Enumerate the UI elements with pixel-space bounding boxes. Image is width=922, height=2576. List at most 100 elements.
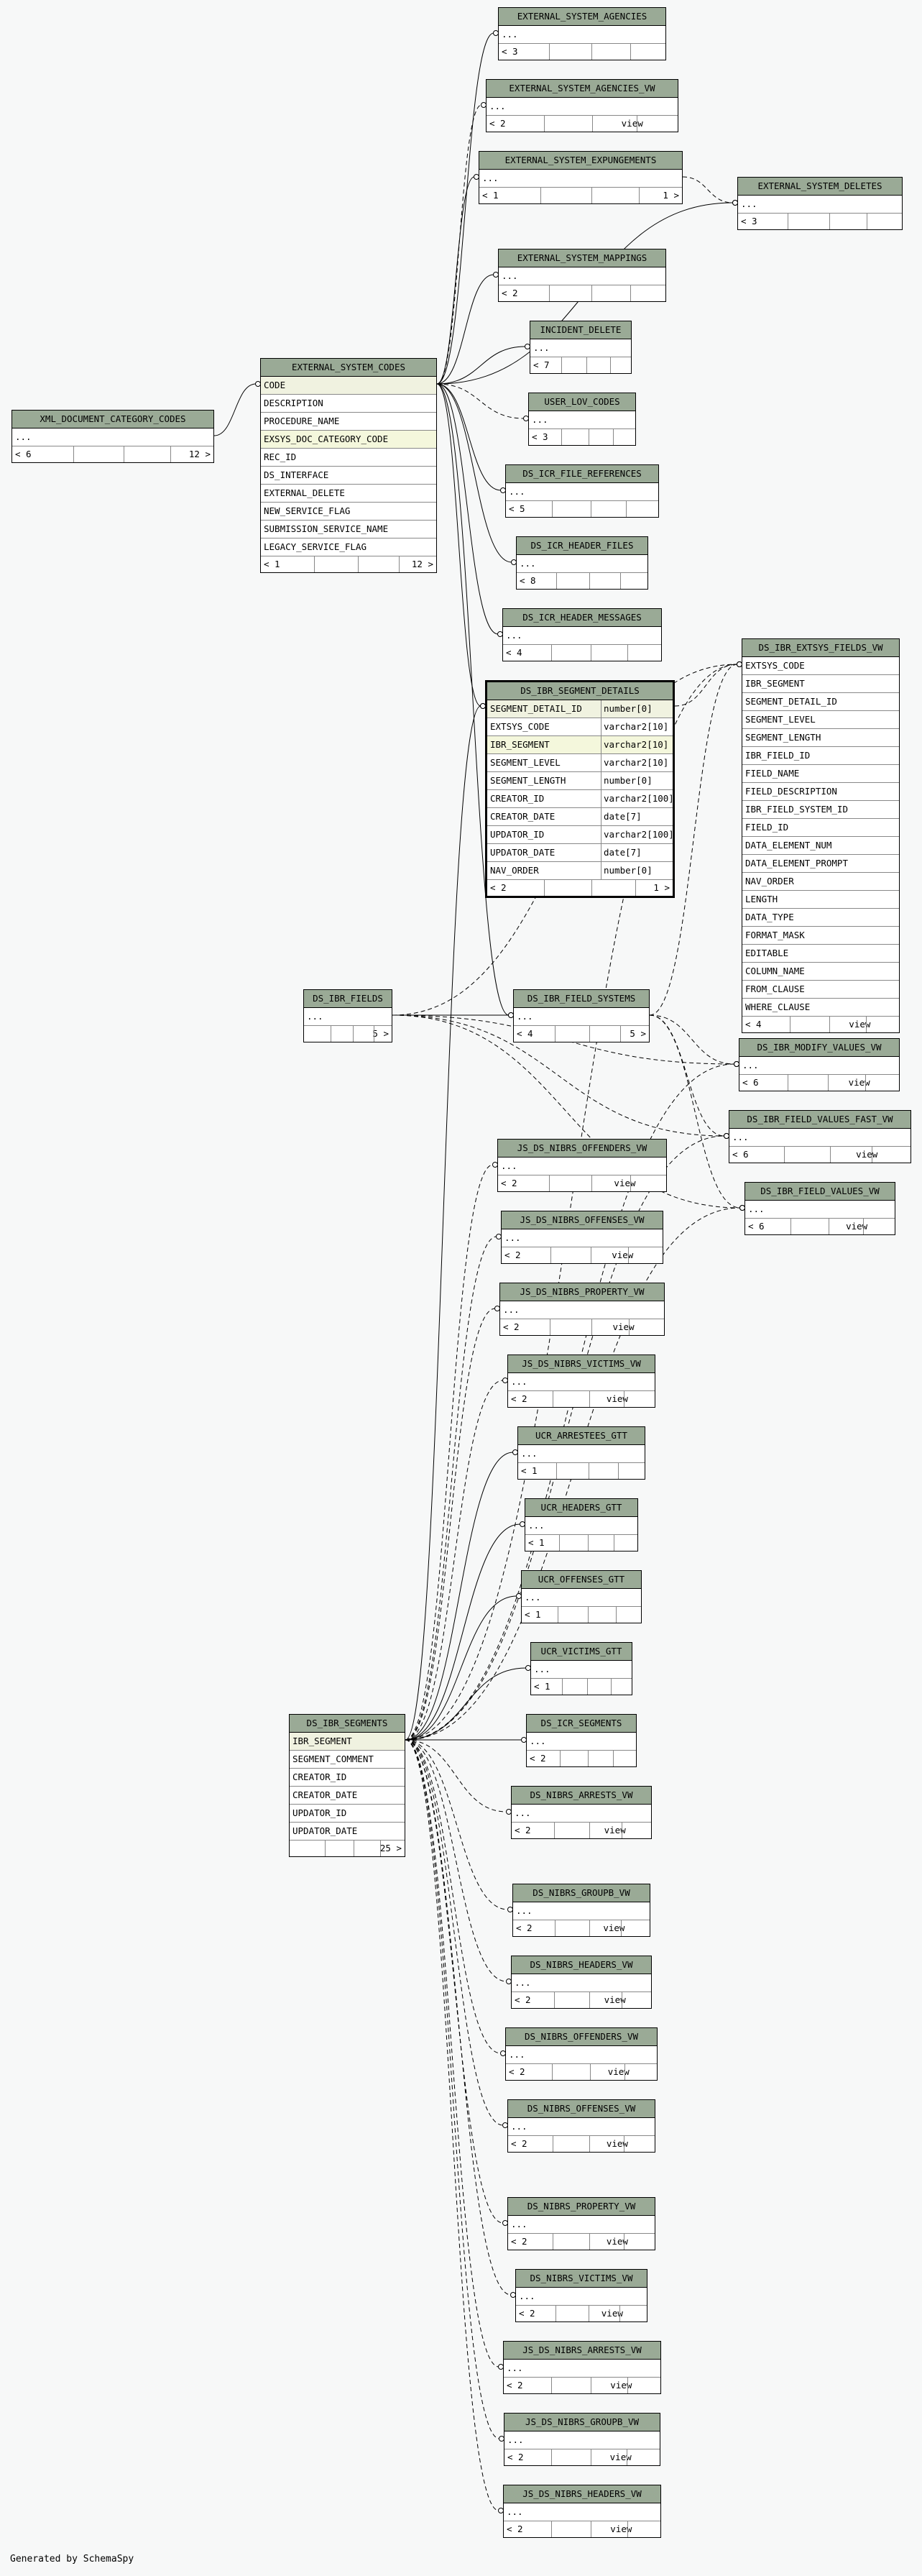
column-field-description[interactable]: FIELD_DESCRIPTION [742,783,899,801]
parents-count[interactable]: < 1 [521,1465,538,1476]
table-header[interactable]: DS_IBR_EXTSYS_FIELDS_VW [742,639,899,657]
column-rec-id[interactable]: REC_ID [261,449,436,467]
collapsed-columns[interactable]: ... [498,1158,666,1175]
table-ds-icr-header-messages[interactable]: DS_ICR_HEADER_MESSAGES...< 4 [502,608,662,661]
table-header[interactable]: UCR_ARRESTEES_GTT [518,1427,645,1445]
parents-count[interactable]: < 1 [264,559,280,569]
parents-count[interactable]: < 7 [533,359,550,370]
column-format-mask[interactable]: FORMAT_MASK [742,927,899,945]
table-header[interactable]: DS_ICR_FILE_REFERENCES [506,465,658,483]
column-column-name[interactable]: COLUMN_NAME [742,963,899,981]
table-header[interactable]: EXTERNAL_SYSTEM_DELETES [738,178,902,196]
table-header[interactable]: JS_DS_NIBRS_OFFENSES_VW [502,1211,663,1229]
collapsed-columns[interactable]: ... [487,98,678,116]
collapsed-columns[interactable]: ... [530,339,631,357]
table-ds-icr-file-references[interactable]: DS_ICR_FILE_REFERENCES...< 5 [505,464,659,518]
parents-count[interactable]: < 2 [515,1994,531,2005]
table-header[interactable]: EXTERNAL_SYSTEM_MAPPINGS [499,249,665,267]
collapsed-columns[interactable]: ... [739,1057,899,1075]
parents-count[interactable]: < 2 [501,1178,517,1188]
parents-count[interactable]: < 8 [520,575,536,586]
collapsed-columns[interactable]: ... [529,411,635,429]
parents-count[interactable]: < 2 [489,118,506,129]
table-header[interactable]: DS_NIBRS_VICTIMS_VW [516,2270,647,2288]
parents-count[interactable]: < 2 [507,2380,523,2391]
parents-count[interactable]: < 2 [504,1250,521,1260]
column-creator-date[interactable]: CREATOR_DATE [290,1787,405,1805]
parents-count[interactable]: < 2 [511,1393,527,1404]
column-ibr-field-system-id[interactable]: IBR_FIELD_SYSTEM_ID [742,801,899,819]
collapsed-columns[interactable]: ... [531,1661,632,1679]
column-editable[interactable]: EDITABLE [742,945,899,963]
column-segment-detail-id[interactable]: SEGMENT_DETAIL_ID [742,693,899,711]
parents-count[interactable]: < 3 [741,216,757,226]
table-header[interactable]: DS_IBR_SEGMENT_DETAILS [487,682,673,700]
table-header[interactable]: EXTERNAL_SYSTEM_AGENCIES_VW [487,80,678,98]
collapsed-columns[interactable]: ... [506,2046,657,2064]
collapsed-columns[interactable]: ... [516,2288,647,2306]
table-header[interactable]: JS_DS_NIBRS_GROUPB_VW [504,2414,660,2431]
collapsed-columns[interactable]: ... [502,1229,663,1247]
table-ds-ibr-fields[interactable]: DS_IBR_FIELDS...5 > [303,989,392,1042]
parents-count[interactable]: < 4 [506,647,522,658]
children-count[interactable]: 5 > [372,1028,389,1039]
table-header[interactable]: JS_DS_NIBRS_VICTIMS_VW [508,1355,655,1373]
parents-count[interactable]: < 6 [15,449,32,459]
column-length[interactable]: LENGTH [742,891,899,909]
parents-count[interactable]: < 2 [516,1922,533,1933]
parents-count[interactable]: < 6 [732,1149,749,1160]
column-exsys-doc-category-code[interactable]: EXSYS_DOC_CATEGORY_CODE [261,431,436,449]
column-procedure-name[interactable]: PROCEDURE_NAME [261,413,436,431]
column-from-clause[interactable]: FROM_CLAUSE [742,981,899,999]
table-header[interactable]: DS_ICR_HEADER_MESSAGES [503,609,661,627]
collapsed-columns[interactable]: ... [527,1733,636,1751]
collapsed-columns[interactable]: ... [518,1445,645,1463]
parents-count[interactable]: < 4 [745,1019,762,1030]
children-count[interactable]: 1 > [663,190,679,201]
collapsed-columns[interactable]: ... [512,1805,651,1823]
table-ucr-headers-gtt[interactable]: UCR_HEADERS_GTT...< 1 [525,1498,638,1551]
column-ibr-field-id[interactable]: IBR_FIELD_ID [742,747,899,765]
table-header[interactable]: EXTERNAL_SYSTEM_AGENCIES [499,8,665,26]
table-external-system-mappings[interactable]: EXTERNAL_SYSTEM_MAPPINGS...< 2 [498,249,666,302]
column-data-element-num[interactable]: DATA_ELEMENT_NUM [742,837,899,855]
table-header[interactable]: DS_ICR_SEGMENTS [527,1715,636,1733]
table-header[interactable]: JS_DS_NIBRS_HEADERS_VW [504,2485,660,2503]
column-description[interactable]: DESCRIPTION [261,395,436,413]
column-data-element-prompt[interactable]: DATA_ELEMENT_PROMPT [742,855,899,873]
parents-count[interactable]: < 1 [482,190,499,201]
column-ds-interface[interactable]: DS_INTERFACE [261,467,436,485]
table-header[interactable]: UCR_HEADERS_GTT [525,1499,637,1517]
column-field-name[interactable]: FIELD_NAME [742,765,899,783]
table-header[interactable]: DS_IBR_FIELD_VALUES_FAST_VW [729,1111,911,1129]
table-header[interactable]: DS_NIBRS_ARRESTS_VW [512,1787,651,1805]
table-user-lov-codes[interactable]: USER_LOV_CODES...< 3 [528,393,636,446]
table-header[interactable]: DS_NIBRS_GROUPB_VW [513,1884,650,1902]
table-header[interactable]: DS_ICR_HEADER_FILES [517,537,647,555]
parents-count[interactable]: < 2 [490,882,507,893]
table-header[interactable]: DS_NIBRS_PROPERTY_VW [508,2198,655,2216]
column-field-id[interactable]: FIELD_ID [742,819,899,837]
parents-count[interactable]: < 2 [515,1825,531,1835]
